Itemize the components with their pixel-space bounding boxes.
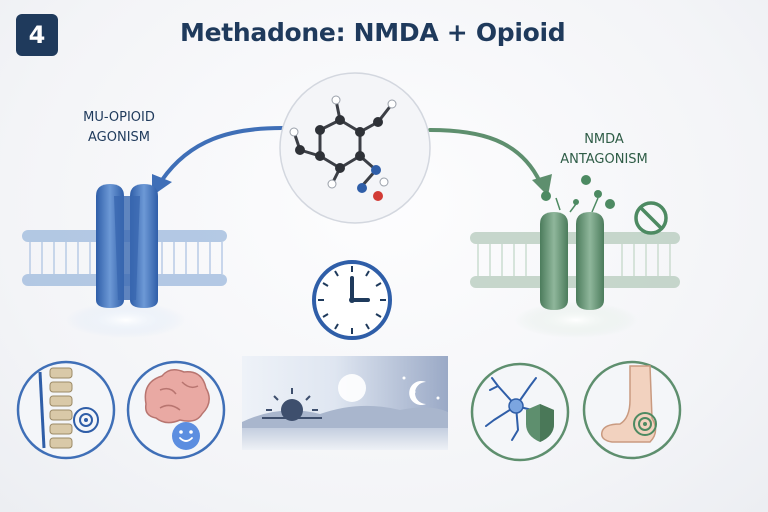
foot-pain-icon bbox=[582, 360, 682, 460]
mu-opioid-receptor-icon bbox=[22, 184, 227, 338]
methadone-molecule-icon bbox=[279, 72, 431, 224]
neuron-shield-icon bbox=[470, 362, 570, 462]
nmda-antagonism-label: NMDA ANTAGONISM bbox=[560, 132, 648, 167]
step-number-badge: 4 bbox=[16, 14, 58, 56]
spine-pain-icon bbox=[16, 360, 116, 460]
happy-brain-icon bbox=[126, 360, 226, 460]
page-title: Methadone: NMDA + Opioid bbox=[180, 18, 566, 47]
nmda-arrow bbox=[428, 128, 552, 196]
clock-icon bbox=[312, 260, 392, 340]
day-night-landscape-icon bbox=[242, 356, 448, 450]
nmda-receptor-icon bbox=[470, 175, 680, 338]
mu-opioid-agonism-label: MU-OPIOID AGONISM bbox=[83, 110, 155, 145]
block-symbol-icon bbox=[634, 201, 668, 235]
